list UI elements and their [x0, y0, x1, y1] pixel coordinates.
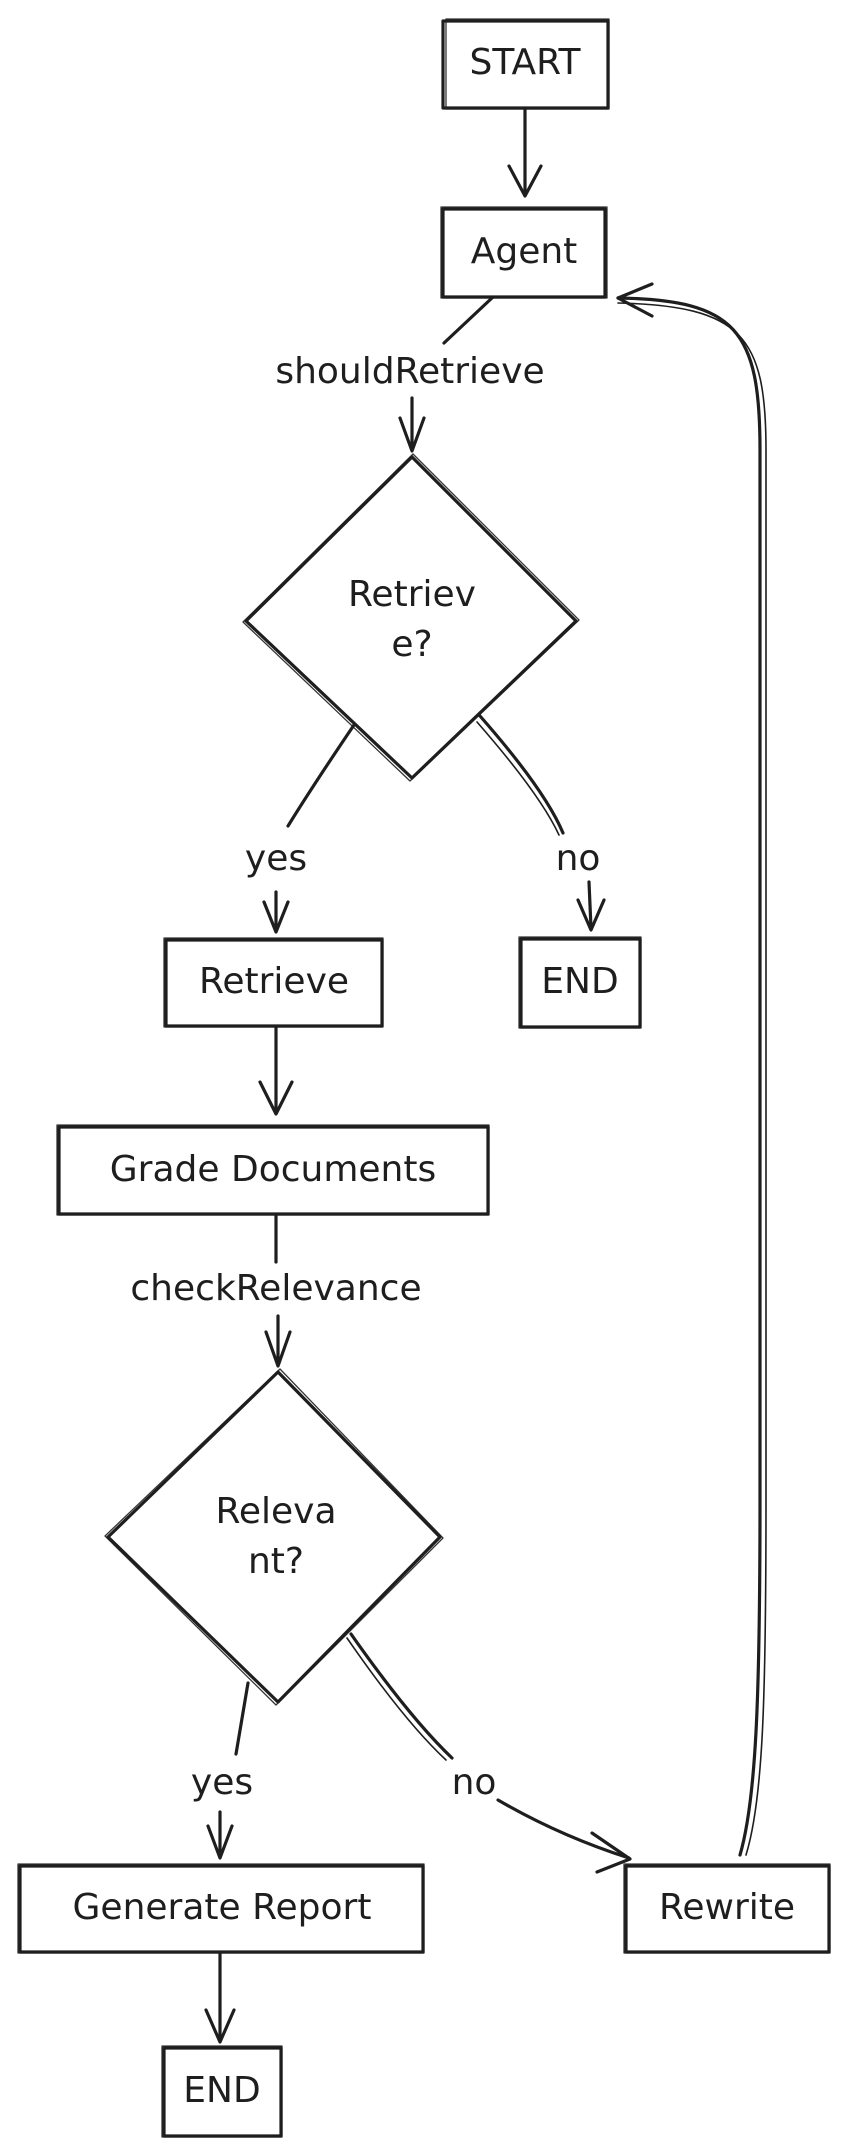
node-retrieve-decision: Retriev e?	[242, 453, 580, 782]
svg-text:checkRelevance: checkRelevance	[130, 1268, 421, 1309]
svg-text:Generate Report: Generate Report	[73, 1887, 372, 1928]
node-start: START	[441, 18, 610, 110]
node-end-no-retrieve: END	[518, 936, 642, 1029]
svg-text:yes: yes	[245, 838, 307, 879]
svg-text:END: END	[541, 961, 618, 1002]
svg-text:Releva: Releva	[215, 1491, 336, 1532]
node-agent: Agent	[440, 206, 608, 299]
svg-text:Agent: Agent	[471, 231, 578, 272]
svg-text:shouldRetrieve: shouldRetrieve	[275, 351, 544, 392]
edge-rewrite-to-agent	[616, 282, 767, 1857]
svg-text:Retrieve: Retrieve	[199, 961, 349, 1002]
edge-grade-to-relevant-decision	[264, 1212, 292, 1368]
svg-text:yes: yes	[191, 1762, 253, 1803]
svg-text:no: no	[452, 1762, 497, 1803]
svg-text:Grade Documents: Grade Documents	[110, 1149, 436, 1190]
node-generate-report: Generate Report	[17, 1863, 425, 1954]
node-end-final: END	[161, 2045, 283, 2138]
edge-label-relevant-no: no	[452, 1762, 497, 1803]
svg-text:no: no	[556, 838, 601, 879]
edge-label-retrieve-no: no	[556, 838, 601, 879]
edge-relevant-decision-yes	[206, 1681, 250, 1860]
edge-relevant-decision-no	[346, 1632, 632, 1874]
node-rewrite: Rewrite	[623, 1863, 831, 1954]
edge-retrieve-to-grade	[258, 1024, 294, 1116]
svg-text:Rewrite: Rewrite	[659, 1887, 795, 1928]
edge-start-to-agent	[507, 106, 543, 198]
edge-agent-to-retrieve-decision	[398, 295, 495, 453]
edge-retrieve-decision-yes	[262, 720, 358, 934]
svg-text:START: START	[469, 42, 581, 83]
edge-label-relevant-yes: yes	[191, 1762, 253, 1803]
svg-text:e?: e?	[391, 624, 432, 665]
svg-text:END: END	[183, 2070, 260, 2111]
edge-label-check-relevance: checkRelevance	[130, 1268, 421, 1309]
node-retrieve: Retrieve	[163, 937, 384, 1028]
svg-text:Retriev: Retriev	[348, 574, 476, 615]
node-grade-documents: Grade Documents	[56, 1124, 490, 1216]
edge-label-retrieve-yes: yes	[245, 838, 307, 879]
edge-label-should-retrieve: shouldRetrieve	[275, 351, 544, 392]
svg-text:nt?: nt?	[248, 1541, 304, 1582]
edge-generate-to-end	[204, 1946, 236, 2044]
node-relevant-decision: Releva nt?	[104, 1368, 444, 1706]
edge-retrieve-decision-no	[476, 714, 606, 932]
